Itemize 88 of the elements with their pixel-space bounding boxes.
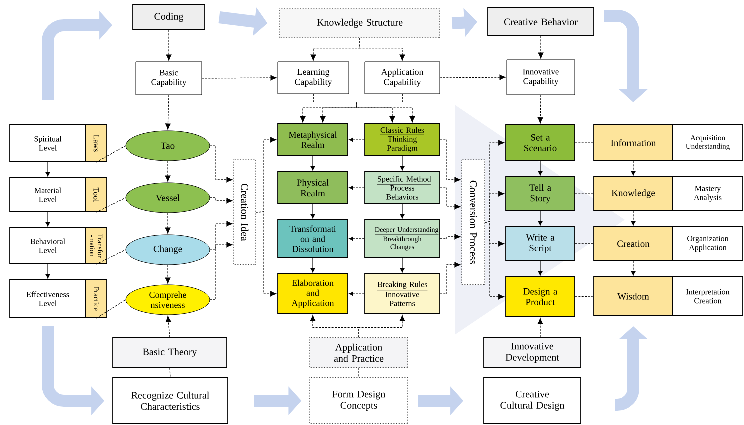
connector-arrow xyxy=(46,264,50,279)
step-box: Write a Script xyxy=(506,226,576,262)
connector-arrow xyxy=(165,212,171,234)
connector-arrow xyxy=(360,38,406,61)
connector-arrow xyxy=(310,258,316,273)
connector-arrow xyxy=(631,261,636,276)
connector-arrow xyxy=(440,188,461,210)
connector-arrow xyxy=(256,212,277,297)
connector-arrow xyxy=(400,204,405,219)
capability-box: Basic Capability xyxy=(136,62,202,96)
connector-arrow xyxy=(310,156,316,171)
title-box: Knowledge Structure xyxy=(280,8,440,38)
connector-line xyxy=(96,300,126,319)
level-box: Behavioral Level xyxy=(10,228,86,264)
description-box: Interpretation Creation xyxy=(672,276,744,316)
step-box: Tell a Story xyxy=(506,176,576,212)
connector-arrow xyxy=(313,94,396,123)
connector-arrow xyxy=(349,236,365,242)
connector-arrow xyxy=(538,94,544,124)
outcome-box: Creative Cultural Design xyxy=(484,378,582,424)
level-box: Spiritual Level xyxy=(10,124,86,162)
connector-arrow xyxy=(631,161,636,176)
connector-arrow xyxy=(538,161,543,176)
connector-arrow xyxy=(166,30,172,61)
connector-arrow xyxy=(538,318,544,338)
connector-arrow xyxy=(538,211,543,226)
connector-arrow xyxy=(358,315,406,338)
connector-arrow xyxy=(485,222,505,300)
level-box: Material Level xyxy=(10,178,86,212)
theory-box: Basic Theory xyxy=(112,338,228,368)
connector-arrow xyxy=(356,94,416,123)
connector-line xyxy=(575,296,594,298)
connector-line xyxy=(575,142,594,144)
connector-arrow xyxy=(400,156,405,171)
connector-arrow xyxy=(440,234,461,240)
realm-box: Metaphysical Realm xyxy=(278,124,348,156)
connector-arrow xyxy=(210,221,233,250)
stage-box: Knowledge xyxy=(594,176,674,212)
outcome-box: Form Design Concepts xyxy=(310,378,408,424)
stage-box: Wisdom xyxy=(594,276,674,316)
connector-arrow xyxy=(202,75,277,81)
level-tab: Tool xyxy=(86,178,108,212)
connector-arrow xyxy=(166,316,172,338)
connector-arrow xyxy=(440,140,461,183)
connector-arrow xyxy=(165,264,171,284)
vertical-label-box: Creation Idea xyxy=(234,160,256,266)
connector-arrow xyxy=(210,198,233,204)
theory-box: Innovative Development xyxy=(484,338,582,368)
capability-box: Innovative Capability xyxy=(506,60,576,96)
connector-line xyxy=(170,368,171,378)
connector-arrow xyxy=(631,211,636,226)
connector-arrow xyxy=(210,242,233,300)
capability-box: Learning Capability xyxy=(278,62,350,94)
connector-arrow xyxy=(349,186,365,190)
outcome-box: Recognize Cultural Characteristics xyxy=(112,378,228,424)
level-box: Effectiveness Level xyxy=(10,280,86,318)
vertical-label-box: Conversion Process xyxy=(462,160,486,286)
description-box: Mastery Analysis xyxy=(672,176,744,212)
title-box: Coding xyxy=(132,4,206,30)
realm-box: Elaboration and Application xyxy=(278,274,348,314)
connector-line xyxy=(358,368,360,378)
connector-arrow xyxy=(46,162,50,177)
connector-arrow xyxy=(349,138,365,142)
realm-box: Physical Realm xyxy=(278,172,348,204)
stage-box: Information xyxy=(594,124,674,162)
connector-arrow xyxy=(165,94,171,130)
connector-arrow xyxy=(310,204,316,219)
description-box: Organization Application xyxy=(672,226,744,262)
title-box: Creative Behavior xyxy=(488,8,594,36)
capability-box: Application Capability xyxy=(364,62,440,94)
connector-arrow xyxy=(440,262,461,294)
connector-arrow xyxy=(400,258,405,273)
connector-line xyxy=(96,146,126,163)
connector-arrow xyxy=(349,292,365,296)
level-tab: Laws xyxy=(86,124,108,162)
realm-box: Transformati on and Dissolution xyxy=(278,220,348,258)
connector-line xyxy=(96,250,126,265)
connector-arrow xyxy=(165,160,171,182)
connector-arrow xyxy=(440,74,506,80)
step-box: Design a Product xyxy=(506,276,576,318)
step-box: Set a Scenario xyxy=(506,124,576,162)
connector-line xyxy=(96,198,126,213)
connector-arrow xyxy=(46,212,50,227)
connector-arrow xyxy=(538,261,543,276)
connector-arrow xyxy=(210,146,233,183)
stage-box: Creation xyxy=(594,226,674,262)
connector-arrow xyxy=(538,36,544,59)
theory-box: Application and Practice xyxy=(310,338,408,368)
